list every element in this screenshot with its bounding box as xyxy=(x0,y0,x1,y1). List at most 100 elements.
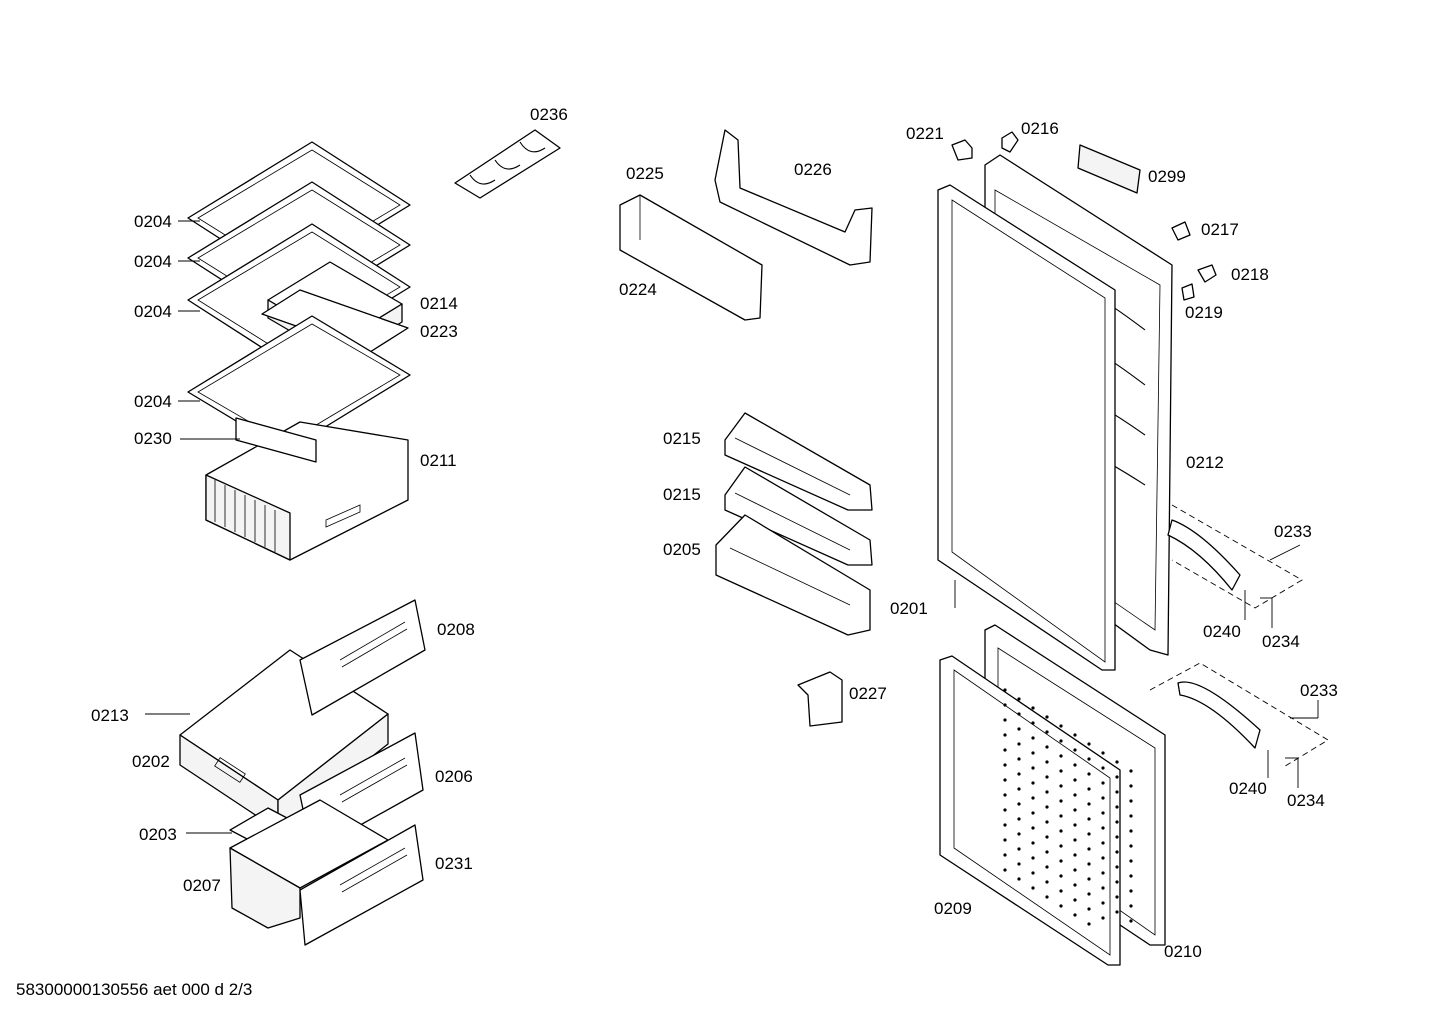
ventilation-dot xyxy=(1045,730,1049,734)
ventilation-dot xyxy=(1115,790,1119,794)
label-0221: 0221 xyxy=(906,124,944,143)
label-0223: 0223 xyxy=(420,322,458,341)
ventilation-dot xyxy=(1115,760,1119,764)
hinge-parts xyxy=(951,131,1217,301)
ventilation-dot xyxy=(1045,850,1049,854)
ventilation-dot xyxy=(1073,808,1077,812)
ventilation-dot xyxy=(1003,748,1007,752)
ventilation-dot xyxy=(1003,733,1007,737)
door-shelf-0205 xyxy=(715,514,871,636)
handle-0233-bottom xyxy=(1149,662,1329,769)
ventilation-dot xyxy=(1045,820,1049,824)
ventilation-dot xyxy=(1003,838,1007,842)
ventilation-dot xyxy=(1031,736,1035,740)
ventilation-dot xyxy=(1031,766,1035,770)
ventilation-dot xyxy=(1101,796,1105,800)
ventilation-dot xyxy=(1129,844,1133,848)
ventilation-dot xyxy=(1003,718,1007,722)
ventilation-dot xyxy=(1101,886,1105,890)
ventilation-dot xyxy=(1101,871,1105,875)
ventilation-dot xyxy=(1115,775,1119,779)
ventilation-dot xyxy=(1059,799,1063,803)
door-seal-0209 xyxy=(939,655,1121,966)
label-0230: 0230 xyxy=(134,429,172,448)
ventilation-dot xyxy=(1031,856,1035,860)
ventilation-dot xyxy=(1059,739,1063,743)
ventilation-dot xyxy=(1059,769,1063,773)
leader-lines xyxy=(145,220,1319,834)
butter-lid-0224 xyxy=(619,194,763,321)
ventilation-dot xyxy=(1045,895,1049,899)
label-0203: 0203 xyxy=(139,825,177,844)
ventilation-dot xyxy=(1073,793,1077,797)
ventilation-dot xyxy=(1045,790,1049,794)
label-0211: 0211 xyxy=(420,451,457,470)
ventilation-dot xyxy=(1059,874,1063,878)
ventilation-dot xyxy=(1045,865,1049,869)
ventilation-dot xyxy=(1073,853,1077,857)
part-0227 xyxy=(797,671,843,727)
ventilation-dot xyxy=(1129,889,1133,893)
label-0201: 0201 xyxy=(890,599,928,618)
label-0233-b: 0233 xyxy=(1300,681,1338,700)
ventilation-dot xyxy=(1101,856,1105,860)
ventilation-dot xyxy=(1059,829,1063,833)
ventilation-dot xyxy=(1031,811,1035,815)
ventilation-dot xyxy=(1045,835,1049,839)
label-0205: 0205 xyxy=(663,540,701,559)
label-0204-c: 0204 xyxy=(134,302,172,321)
ventilation-dot xyxy=(1003,868,1007,872)
freezer-flap-0208 xyxy=(299,599,426,716)
ventilation-dot xyxy=(1129,799,1133,803)
ventilation-dot xyxy=(1087,757,1091,761)
label-0217: 0217 xyxy=(1201,220,1239,239)
ventilation-dot xyxy=(1101,841,1105,845)
ventilation-dot xyxy=(1115,880,1119,884)
label-0236: 0236 xyxy=(530,105,568,124)
label-0204-b: 0204 xyxy=(134,252,172,271)
ventilation-dot xyxy=(1073,838,1077,842)
ventilation-dot xyxy=(1087,922,1091,926)
ventilation-dot xyxy=(1003,823,1007,827)
ventilation-dot xyxy=(1017,742,1021,746)
label-0214: 0214 xyxy=(420,294,458,313)
ventilation-dot xyxy=(1059,844,1063,848)
label-0225: 0225 xyxy=(626,164,664,183)
label-0210: 0210 xyxy=(1164,942,1202,961)
ventilation-dot xyxy=(1003,808,1007,812)
ventilation-dot xyxy=(1017,832,1021,836)
ventilation-dot xyxy=(1115,910,1119,914)
freezer-drawer-0207 xyxy=(229,799,389,929)
label-0226: 0226 xyxy=(794,160,832,179)
ventilation-dot xyxy=(1115,820,1119,824)
ventilation-dot xyxy=(1087,892,1091,896)
ventilation-dot xyxy=(1017,847,1021,851)
ventilation-dot xyxy=(1087,907,1091,911)
ventilation-dot xyxy=(1073,883,1077,887)
ventilation-dot xyxy=(1031,826,1035,830)
ventilation-dot xyxy=(1115,835,1119,839)
ventilation-dot xyxy=(1101,901,1105,905)
ventilation-dot xyxy=(1087,862,1091,866)
label-0240-b: 0240 xyxy=(1229,779,1267,798)
label-0215-b: 0215 xyxy=(663,485,701,504)
ventilation-dot xyxy=(1003,703,1007,707)
ventilation-dot xyxy=(1017,727,1021,731)
ventilation-dot xyxy=(1087,832,1091,836)
label-0206: 0206 xyxy=(435,767,473,786)
freezer-flap-0231 xyxy=(299,824,424,946)
label-0215-a: 0215 xyxy=(663,429,701,448)
ventilation-dot xyxy=(1101,751,1105,755)
ventilation-dot xyxy=(1059,784,1063,788)
ventilation-dot xyxy=(1059,754,1063,758)
ventilation-dot xyxy=(1059,889,1063,893)
label-0202: 0202 xyxy=(132,752,170,771)
ventilation-dot xyxy=(1045,775,1049,779)
ventilation-dot xyxy=(1031,706,1035,710)
ventilation-dot xyxy=(1073,778,1077,782)
ventilation-dot xyxy=(1031,721,1035,725)
label-0204-d: 0204 xyxy=(134,392,172,411)
handle-0233-top xyxy=(1167,504,1303,609)
label-0204-a: 0204 xyxy=(134,212,172,231)
ventilation-dot xyxy=(1031,796,1035,800)
